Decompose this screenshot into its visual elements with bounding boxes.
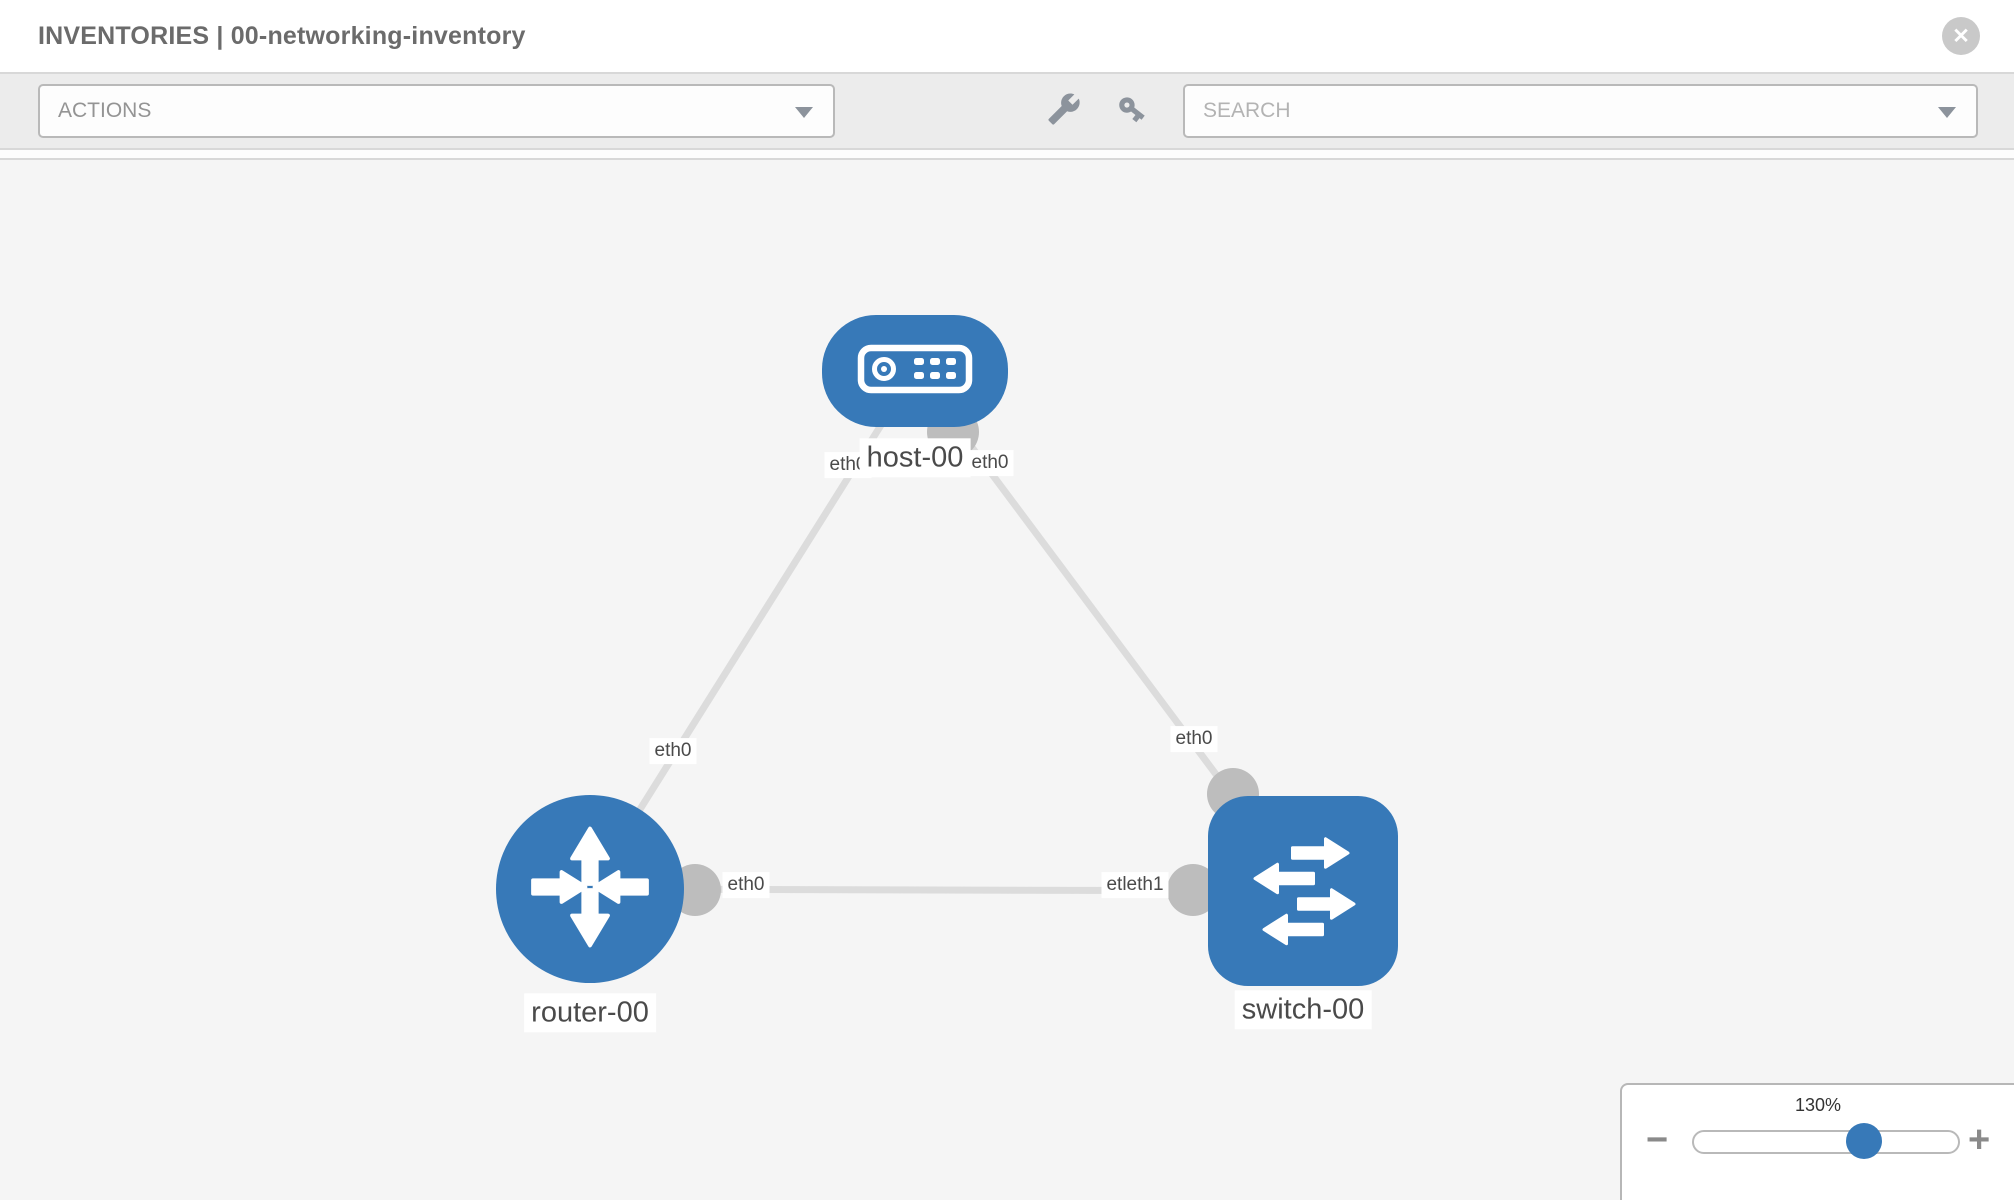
zoom-in-button[interactable]: + bbox=[1968, 1121, 1990, 1159]
toolbar: ACTIONS SEARCH bbox=[0, 74, 2014, 150]
host-server-icon bbox=[857, 344, 973, 399]
header: INVENTORIES | 00-networking-inventory ✕ bbox=[0, 0, 2014, 74]
node-switch-00[interactable] bbox=[1208, 796, 1398, 986]
minus-icon: − bbox=[1646, 1119, 1669, 1161]
page-title: INVENTORIES | 00-networking-inventory bbox=[38, 22, 526, 50]
actions-dropdown[interactable]: ACTIONS bbox=[38, 84, 835, 138]
port-label-mid-link-eth0: eth0 bbox=[722, 872, 770, 898]
port-label-mid-link-eth1: etleth1 bbox=[1101, 872, 1169, 898]
zoom-level-label: 130% bbox=[1794, 1095, 1842, 1115]
zoom-slider[interactable] bbox=[1692, 1123, 1960, 1159]
port-label-switch-eth0-top: eth0 bbox=[1170, 726, 1218, 752]
network-links-layer bbox=[587, 368, 1306, 895]
port-label-host-eth0-right: eth0 bbox=[966, 450, 1014, 476]
key-icon bbox=[1114, 91, 1150, 132]
router-icon bbox=[515, 812, 665, 967]
zoom-panel: 130% − + bbox=[1620, 1083, 2014, 1200]
node-label-router-00: router-00 bbox=[524, 993, 656, 1033]
port-label-router-eth0-top: eth0 bbox=[649, 738, 697, 764]
search-dropdown[interactable]: SEARCH bbox=[1183, 84, 1978, 138]
actions-dropdown-label: ACTIONS bbox=[58, 99, 152, 122]
node-label-host-00: host-00 bbox=[859, 438, 971, 478]
zoom-slider-thumb[interactable] bbox=[1846, 1123, 1882, 1159]
toolbar-substrip bbox=[0, 150, 2014, 160]
node-host-00[interactable] bbox=[822, 315, 1008, 427]
close-button[interactable]: ✕ bbox=[1942, 17, 1980, 55]
plus-icon: + bbox=[1968, 1119, 1991, 1161]
wrench-icon bbox=[1047, 92, 1081, 131]
tools-button[interactable] bbox=[1046, 93, 1082, 129]
search-placeholder: SEARCH bbox=[1203, 99, 1291, 122]
credentials-button[interactable] bbox=[1114, 93, 1150, 129]
node-router-00[interactable] bbox=[496, 795, 684, 983]
chevron-down-icon bbox=[795, 107, 813, 118]
chevron-down-icon bbox=[1938, 107, 1956, 118]
zoom-out-button[interactable]: − bbox=[1646, 1121, 1668, 1159]
switch-icon bbox=[1228, 814, 1378, 969]
topology-canvas[interactable]: eth0 host-00 eth0 eth0 eth0 eth0 etleth1… bbox=[0, 160, 2014, 1200]
close-icon: ✕ bbox=[1952, 24, 1970, 48]
node-label-switch-00: switch-00 bbox=[1234, 990, 1372, 1030]
